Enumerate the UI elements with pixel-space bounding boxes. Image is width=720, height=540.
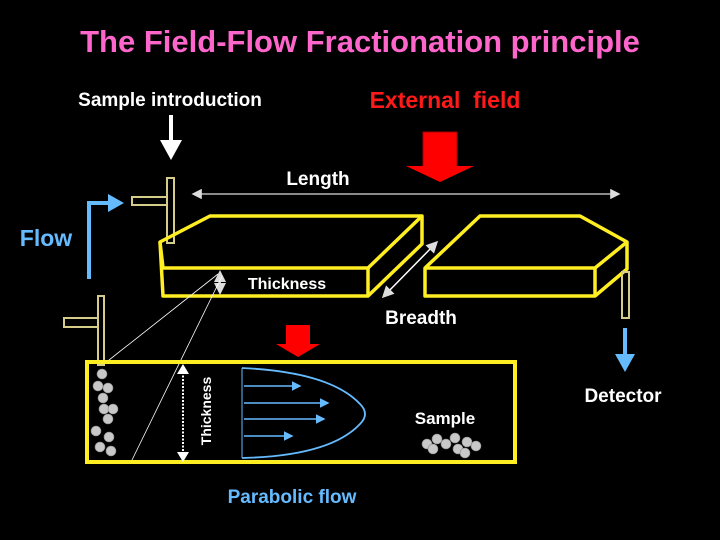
- channel-block-right: [423, 214, 629, 298]
- sample-label: Sample: [415, 409, 475, 428]
- field-arrow-small-icon: [276, 325, 320, 357]
- sample-particles-left: [90, 368, 119, 457]
- external-field-arrow-icon: [406, 131, 474, 182]
- projection-lines: [103, 273, 223, 461]
- cross-thickness-label: Thickness: [198, 377, 214, 446]
- outlet-tube: [621, 271, 630, 319]
- external-field-label: External field: [370, 87, 521, 113]
- flow-label: Flow: [20, 225, 72, 251]
- inlet-tube: [131, 177, 175, 244]
- detector-arrow-icon: [615, 328, 635, 372]
- thickness-label: Thickness: [248, 276, 326, 293]
- breadth-label: Breadth: [385, 308, 457, 329]
- flow-arrow-icon: [87, 194, 124, 279]
- length-label: Length: [286, 169, 349, 190]
- sample-introduction-arrow-icon: [160, 115, 182, 160]
- channel-cross-section: [85, 360, 517, 464]
- parabolic-flow-profile: [241, 367, 366, 459]
- page-title: The Field-Flow Fractionation principle: [80, 24, 640, 59]
- parabolic-flow-label: Parabolic flow: [228, 487, 357, 508]
- cross-thickness-arrow-icon: [177, 364, 189, 462]
- sample-introduction-label: Sample introduction: [78, 90, 262, 111]
- sample-particles-cluster: [421, 432, 482, 459]
- breadth-arrow-icon: [381, 240, 439, 299]
- lower-inlet-tube: [63, 295, 105, 366]
- detector-label: Detector: [584, 386, 662, 407]
